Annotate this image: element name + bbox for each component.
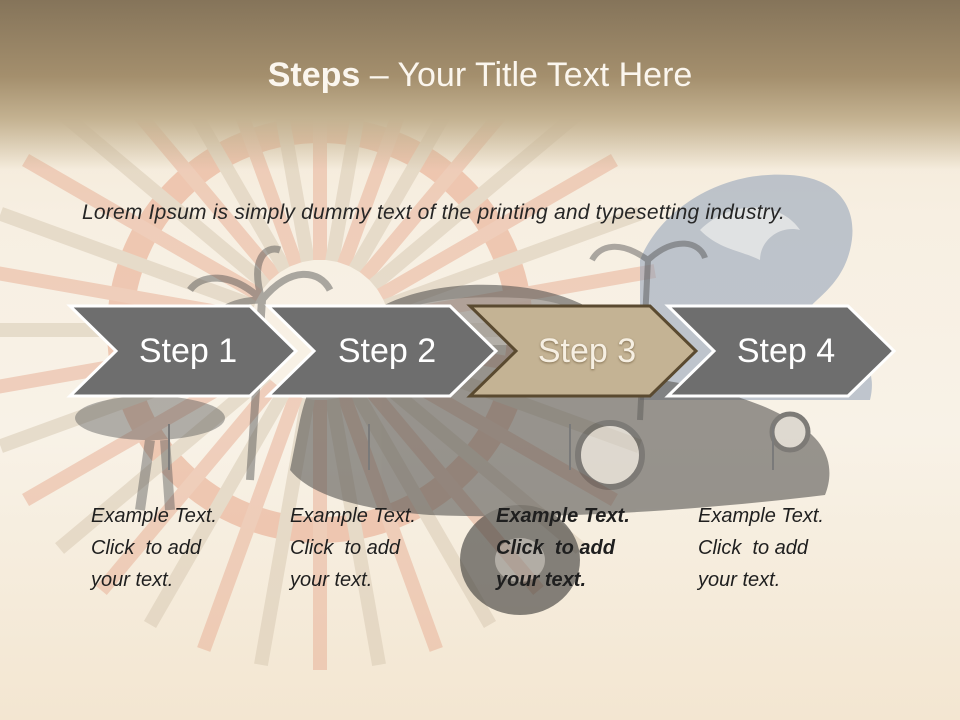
- step-3-chevron[interactable]: [466, 304, 699, 398]
- step-1-description[interactable]: Example Text. Click to add your text.: [91, 505, 217, 591]
- step-4-label: Step 4: [736, 332, 836, 370]
- step-3-label: Step 3: [537, 332, 637, 370]
- title-bold: Steps: [267, 56, 361, 94]
- surfer-graphic: [75, 396, 225, 511]
- sunburst-ray: [0, 207, 257, 313]
- header-band: [0, 0, 960, 170]
- step-4-connector: [772, 424, 774, 470]
- intro-text[interactable]: Lorem Ipsum is simply dummy text of the …: [82, 201, 786, 224]
- step-3-description[interactable]: Example Text. Click to add your text.: [496, 505, 630, 591]
- step-2-chevron[interactable]: [264, 304, 499, 398]
- sunburst-ray: [96, 379, 281, 595]
- step-4-description[interactable]: Example Text. Click to add your text.: [698, 505, 824, 591]
- step-1-label: Step 1: [138, 332, 238, 370]
- step-3-connector: [569, 424, 571, 470]
- sunburst-ray: [377, 153, 618, 302]
- step-4-chevron[interactable]: [664, 304, 897, 398]
- step-1-connector: [168, 424, 170, 470]
- sunburst-ray: [197, 393, 303, 652]
- step-2-description[interactable]: Example Text. Click to add your text.: [290, 505, 416, 591]
- sunburst-ray: [22, 153, 263, 302]
- step-1-chevron[interactable]: [66, 304, 299, 398]
- slide-title[interactable]: Steps – Your Title Text Here: [0, 56, 960, 95]
- step-2-connector: [368, 424, 370, 470]
- sunburst-ray: [143, 387, 292, 628]
- sunburst-ray: [55, 369, 271, 554]
- title-rest: – Your Title Text Here: [360, 56, 693, 94]
- step-2-label: Step 2: [337, 332, 437, 370]
